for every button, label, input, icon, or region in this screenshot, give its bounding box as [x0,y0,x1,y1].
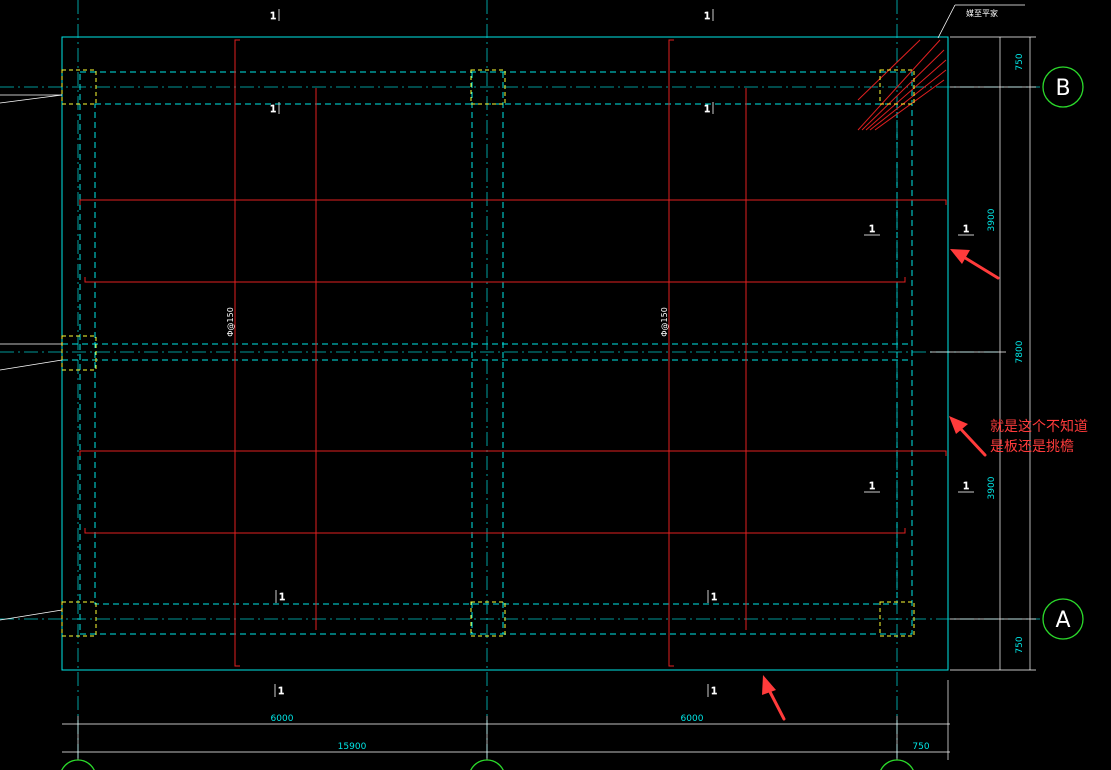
columns [61,69,915,637]
section-mark: 1 [711,592,717,603]
annotation-arrows [762,249,1000,721]
inner-beam-rect-outer [79,71,913,635]
column-b2 [470,69,506,105]
dimension-lines-bottom [62,680,950,760]
dim-right-3900-bottom: 3900 [987,476,997,499]
column-a1 [61,601,97,637]
axis-bubble-1 [61,759,95,770]
rebar-horizontal-2 [84,277,906,283]
section-marks: 1 1 1 1 1 1 1 1 1 1 1 1 [270,9,974,697]
rebar-horizontal-3 [79,450,947,456]
axis-label-b: B [1055,76,1070,101]
axis-bubble-a [1042,598,1084,640]
axis-bubble-3 [880,759,914,770]
section-mark: 1 [869,224,875,235]
arrow-icon [950,249,1000,280]
column-a2 [470,601,506,637]
axis-label-a: A [1055,608,1070,633]
rebar-vertical-1 [234,39,240,667]
column-a3 [879,601,915,637]
dim-bottom-6000-right: 6000 [681,714,704,724]
section-mark: 1 [963,481,969,492]
left-edge-lines [0,94,63,621]
column-mid-1 [61,335,97,371]
annotation-line2: 是板还是挑檐 [990,439,1074,455]
column-b3 [879,69,915,105]
rebar-horizontal-4 [84,528,906,534]
rebar-vertical-2 [668,39,674,667]
annotation-line1: 就是这个不知道 [990,418,1088,435]
dim-bottom-6000-left: 6000 [271,714,294,724]
annotation-text: 就是这个不知道 是板还是挑檐 [990,418,1088,455]
dimension-text-bottom: 6000 6000 15900 750 [271,714,930,752]
dim-bottom-15900: 15900 [338,742,367,752]
section-mark: 1 [963,224,969,235]
section-mark: 1 [279,592,285,603]
axis-bubble-2 [470,759,504,770]
section-mark: 1 [869,481,875,492]
section-mark: 1 [711,686,717,697]
dim-right-7800: 7800 [1015,340,1025,363]
inner-beam-rect-inner [94,103,898,605]
dim-right-3900-top: 3900 [987,208,997,231]
section-mark: 1 [704,11,710,22]
dim-right-750-bottom: 750 [1015,636,1025,653]
axis-bubbles: B A [61,66,1084,770]
dimension-text-right: 750 3900 7800 3900 750 [987,53,1025,653]
rebar-labels: Φ@150 Φ@150 [226,307,669,337]
dim-bottom-750: 750 [912,742,929,752]
rebar-label-left: Φ@150 [226,307,235,337]
axis-lines [0,0,1040,760]
arrow-icon [762,675,786,721]
arrow-icon [949,416,987,457]
outer-slab-edge [61,36,949,671]
dimension-lines-right [930,36,1036,671]
rebar-lines [79,39,947,667]
axis-bubble-b [1042,66,1084,108]
slab-outline [61,36,949,671]
rebar-horizontal-1 [79,199,947,205]
section-mark: 1 [270,104,276,115]
section-mark: 1 [278,686,284,697]
column-b1 [61,69,97,105]
rebar-label-right: Φ@150 [660,307,669,337]
dim-right-750-top: 750 [1015,53,1025,70]
leader-note: 媒至平家 [937,4,1025,39]
leader-note-line2: 媒至平家 [966,8,998,18]
section-mark: 1 [270,11,276,22]
section-mark: 1 [704,104,710,115]
